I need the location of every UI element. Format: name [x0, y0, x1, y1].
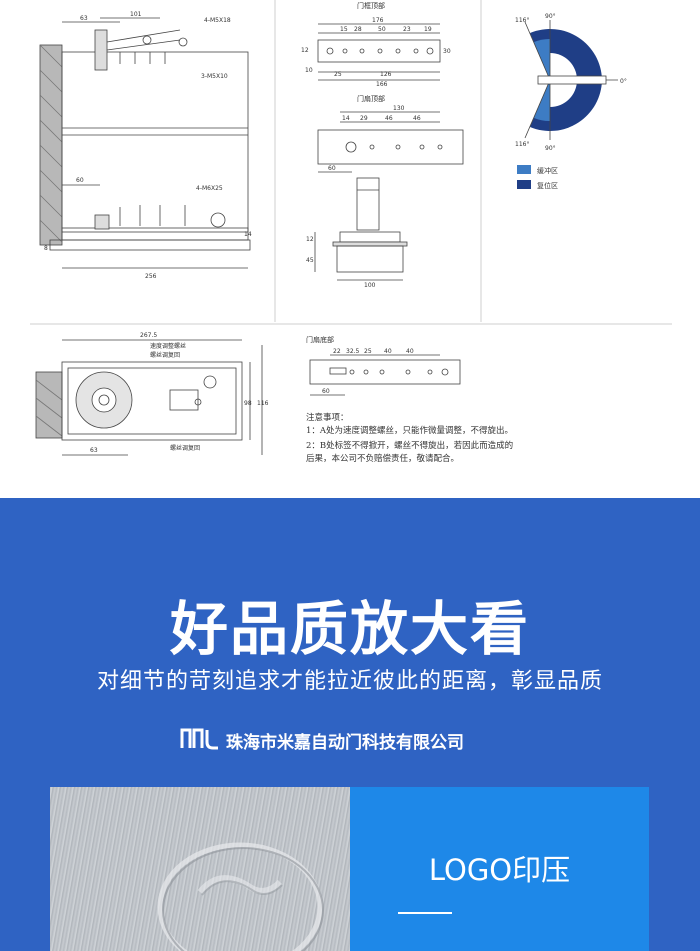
company-logo-icon	[180, 726, 220, 754]
dim-23: 23	[403, 26, 411, 33]
dim-46a: 46	[385, 115, 393, 122]
dim-12b: 12	[306, 236, 314, 243]
logo-embossing-photo	[50, 787, 350, 951]
dim-12: 12	[301, 47, 309, 54]
dim-28: 28	[354, 26, 362, 33]
dim-101: 101	[130, 11, 142, 18]
notes-line-1: 1：A处为速度调整螺丝，只能作微量调整，不得旋出。	[306, 426, 514, 436]
dim-14: 14	[244, 231, 252, 238]
notes-line-2: 2：B处标签不得掀开，螺丝不得旋出，若因此而造成的	[306, 441, 514, 451]
dim-40b: 40	[406, 348, 414, 355]
banner-title: 好品质放大看	[169, 595, 530, 663]
legend-label-reset: 复位区	[537, 181, 558, 190]
dim-126: 126	[380, 71, 392, 78]
dim-98: 98	[244, 400, 252, 407]
angle-diagram	[524, 20, 618, 140]
dim-8: 8	[44, 245, 48, 252]
dim-166: 166	[376, 81, 388, 88]
dim-50: 50	[378, 26, 386, 33]
company-name: 珠海市米嘉自动门科技有限公司	[226, 732, 464, 753]
dim-10: 10	[305, 67, 313, 74]
dim-25: 25	[334, 71, 342, 78]
door-leaf-top-title: 门扇顶部	[357, 94, 385, 103]
screw-label-a: 4-M5X18	[204, 17, 231, 24]
logo-embossing-label: LOGO印压	[428, 853, 571, 887]
legend-swatch-reset	[517, 180, 531, 189]
dim-46b: 46	[413, 115, 421, 122]
dim-256: 256	[145, 273, 157, 280]
door-leaf-top-view	[317, 111, 464, 173]
door-leaf-bottom-title: 门扇底部	[306, 335, 334, 344]
logo-embossing-panel: LOGO印压	[350, 787, 649, 951]
dim-22: 22	[333, 348, 341, 355]
dim-100: 100	[364, 282, 376, 289]
dim-116: 116	[257, 400, 269, 407]
dim-130: 130	[393, 105, 405, 112]
angle-116-top: 116°	[515, 17, 529, 24]
notes-title: 注意事项：	[306, 413, 349, 423]
dim-32-5: 32.5	[346, 348, 360, 355]
angle-legend: 缓冲区 复位区	[517, 165, 558, 190]
dim-15: 15	[340, 26, 348, 33]
dim-267-5: 267.5	[140, 332, 157, 339]
legend-swatch-buffer	[517, 165, 531, 174]
angle-90-bottom: 90°	[545, 145, 556, 152]
door-leaf-bottom-view	[309, 354, 461, 396]
pivot-section-view	[314, 177, 408, 281]
logo-underline	[398, 912, 452, 914]
dim-30: 30	[443, 48, 451, 55]
notes-line-3: 后果，本公司不负赔偿责任，敬请配合。	[306, 454, 460, 464]
dim-63: 63	[80, 15, 88, 22]
angle-116-bottom: 116°	[515, 141, 529, 148]
label-return-screw-bottom: 螺丝调复回	[170, 444, 200, 452]
dim-176: 176	[372, 17, 384, 24]
company-row: 珠海市米嘉自动门科技有限公司	[180, 727, 464, 753]
plan-view	[35, 339, 263, 456]
dim-19: 19	[424, 26, 432, 33]
dim-25b: 25	[364, 348, 372, 355]
banner-subtitle: 对细节的苛刻追求才能拉近彼此的距离，彰显品质	[96, 669, 603, 694]
dim-60b: 60	[328, 165, 336, 172]
dim-60c: 60	[322, 388, 330, 395]
door-frame-top-view	[317, 23, 441, 81]
screw-label-c: 4-M6X25	[196, 185, 223, 192]
side-elevation-view	[39, 17, 251, 269]
dim-60: 60	[76, 177, 84, 184]
legend-label-buffer: 缓冲区	[537, 166, 558, 175]
dim-45: 45	[306, 257, 314, 264]
technical-drawing: 63 101 4-M5X18 3-M5X10 60 4-M6X25 14 8 2…	[30, 0, 672, 456]
technical-drawing-area: 63 101 4-M5X18 3-M5X10 60 4-M6X25 14 8 2…	[30, 0, 672, 464]
label-return-screw: 螺丝调复回	[150, 351, 180, 359]
angle-90-top: 90°	[545, 13, 556, 20]
door-frame-top-title: 门框顶部	[357, 1, 385, 10]
dim-14b: 14	[342, 115, 350, 122]
screw-label-b: 3-M5X10	[201, 73, 228, 80]
label-speed-screw: 速度调整螺丝	[150, 342, 186, 350]
dim-29: 29	[360, 115, 368, 122]
angle-0: 0°	[620, 78, 627, 85]
dim-40a: 40	[384, 348, 392, 355]
dim-63b: 63	[90, 447, 98, 454]
